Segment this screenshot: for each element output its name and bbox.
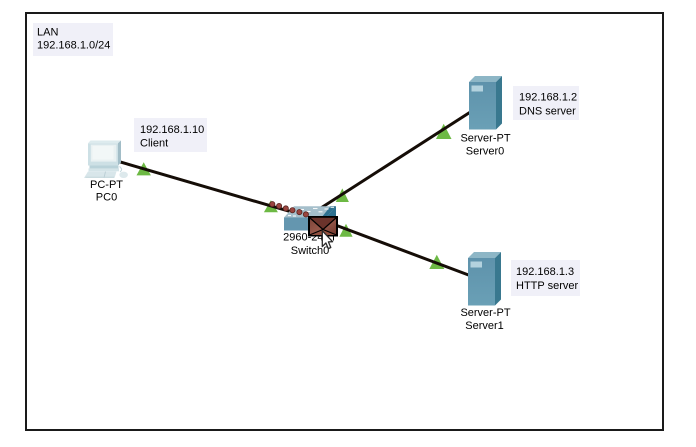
svg-text:PC0: PC0 bbox=[96, 191, 117, 203]
svg-text:DNS server: DNS server bbox=[519, 106, 576, 118]
svg-text:Server1: Server1 bbox=[465, 320, 504, 332]
svg-text:192.168.1.10: 192.168.1.10 bbox=[140, 124, 204, 136]
svg-text:Switch0: Switch0 bbox=[291, 245, 330, 257]
svg-text:Server-PT: Server-PT bbox=[460, 307, 510, 319]
svg-text:HTTP server: HTTP server bbox=[516, 280, 578, 292]
svg-text:PC-PT: PC-PT bbox=[90, 179, 123, 191]
svg-text:Client: Client bbox=[140, 138, 168, 150]
svg-text:192.168.1.3: 192.168.1.3 bbox=[516, 266, 574, 278]
svg-text:192.168.1.2: 192.168.1.2 bbox=[519, 92, 577, 104]
svg-text:192.168.1.0/24: 192.168.1.0/24 bbox=[37, 40, 110, 52]
svg-text:LAN: LAN bbox=[37, 27, 58, 39]
svg-text:Server-PT: Server-PT bbox=[460, 133, 510, 145]
svg-text:Server0: Server0 bbox=[466, 146, 505, 158]
